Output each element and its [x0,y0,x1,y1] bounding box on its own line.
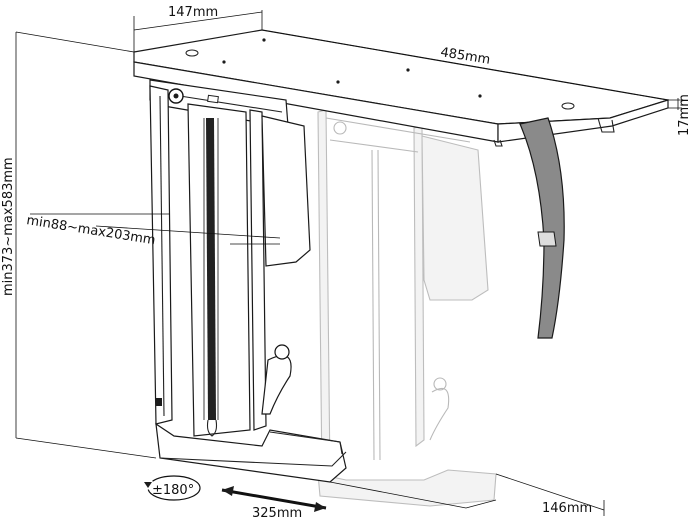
label-height-range: min373~max583mm [1,157,16,296]
ghost-pivot [333,121,347,135]
ghost-holder [317,109,497,507]
strap-teeth-edge [203,118,219,420]
left-panel-edge [159,95,165,417]
dim-line-width [30,213,281,245]
ghost-base-tray [317,469,497,507]
screw-hole [561,102,575,110]
ghost-strap [371,149,381,461]
slide-arrow-head-right [314,502,326,512]
slide-arrow [221,486,327,512]
screw-dot [262,38,266,42]
dim-line-147 [133,10,263,52]
strap-buckle [537,231,557,247]
rotation-arrow-head [144,482,152,488]
dim-line-146 [329,481,497,509]
strap-end [206,419,218,437]
latch-knob [274,344,290,360]
label-rotation: ±180° [152,483,194,498]
screw-dot [406,68,410,72]
dim-line-146-ext [495,473,605,516]
safety-strap [519,117,565,339]
screw-dot [222,60,226,64]
label-top-width: 147mm [168,5,218,20]
rail-stop [207,94,219,104]
tray-lip [269,431,343,455]
dim-line-485 [261,29,669,101]
dim-line-height [15,31,157,459]
rail-slot [179,95,283,113]
screw-dot [336,80,340,84]
lock-slot [156,398,162,406]
rotation-symbol [144,475,201,501]
screw-hole [185,49,199,57]
ghost-top-bracket [325,117,471,153]
right-wing-plate [261,115,311,267]
inner-channel [187,103,251,437]
plate-clip [597,117,615,133]
ghost-knob [433,377,447,391]
ghost-left-panel [317,109,331,481]
dim-line-17 [668,98,682,110]
slide-arrow-head-left [222,486,234,496]
main-holder [149,79,347,483]
left-side-panel [149,85,173,425]
screw-dot [478,94,482,98]
release-latch [261,355,292,415]
dimension-lines [15,10,682,516]
toothed-strap [206,118,216,420]
label-width-range: min88~max203mm [25,213,156,248]
tray-edge [159,451,347,467]
right-side-panel [249,109,267,431]
label-base-depth: 146mm [542,501,592,516]
label-slide: 325mm [252,506,302,520]
label-plate-thickness: 17mm [677,94,689,136]
rotation-ring [147,475,201,501]
base-tray [155,422,347,483]
ghost-wing-plate [421,135,489,301]
slide-arrow-shaft [221,488,327,510]
plate-clip [493,139,503,147]
ghost-latch [429,387,450,441]
pivot-center [173,93,179,99]
